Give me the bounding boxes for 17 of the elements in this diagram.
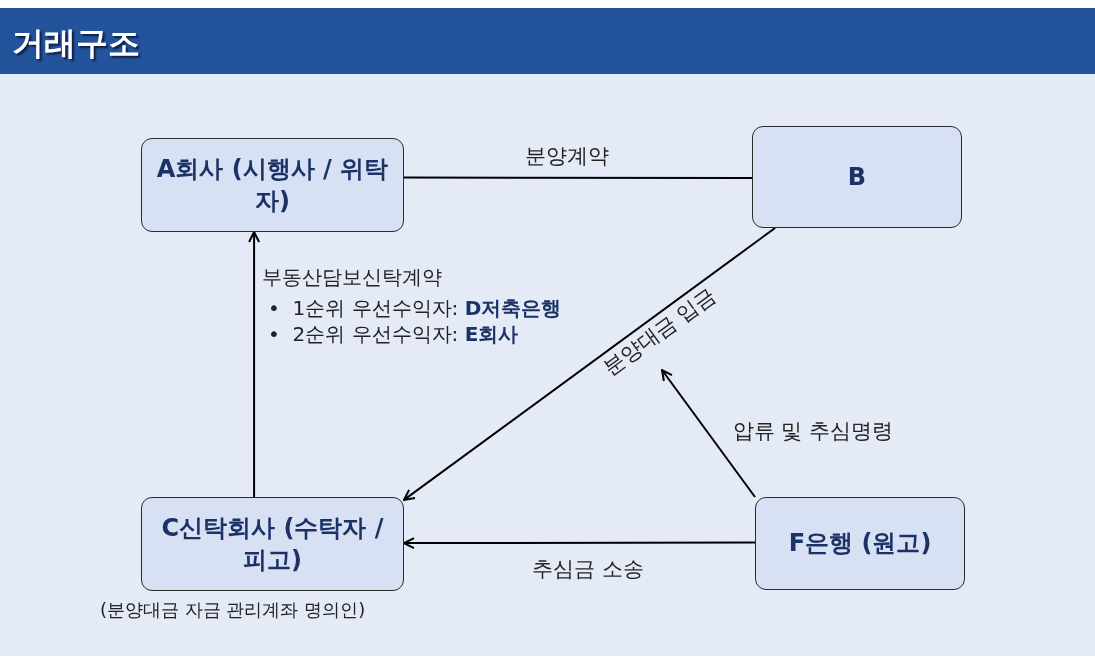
arrow — [403, 227, 777, 501]
arrow — [403, 537, 756, 550]
arrow — [661, 369, 756, 498]
beneficiary-item: • 1순위 우선수익자: D저축은행 — [268, 295, 562, 321]
beneficiary-item: • 2순위 우선수익자: E회사 — [268, 321, 520, 347]
entity-name: C신탁회사 (수탁자 / 피고) — [160, 512, 385, 576]
entity-name: A회사 (시행사 / 위탁자) — [155, 153, 390, 217]
entity-box — [141, 497, 404, 591]
entity-box — [755, 497, 965, 590]
entity-name: B — [847, 161, 867, 193]
contract-label: 부동산담보신탁계약 — [262, 264, 442, 290]
entity-box — [752, 126, 962, 228]
entity-box — [141, 138, 404, 232]
title: 거래구조 — [12, 23, 140, 64]
arrow — [248, 231, 261, 498]
entity-name: F은행 (원고) — [788, 528, 932, 560]
node-note: (분양대금 자금 관리계좌 명의인) — [100, 598, 366, 622]
